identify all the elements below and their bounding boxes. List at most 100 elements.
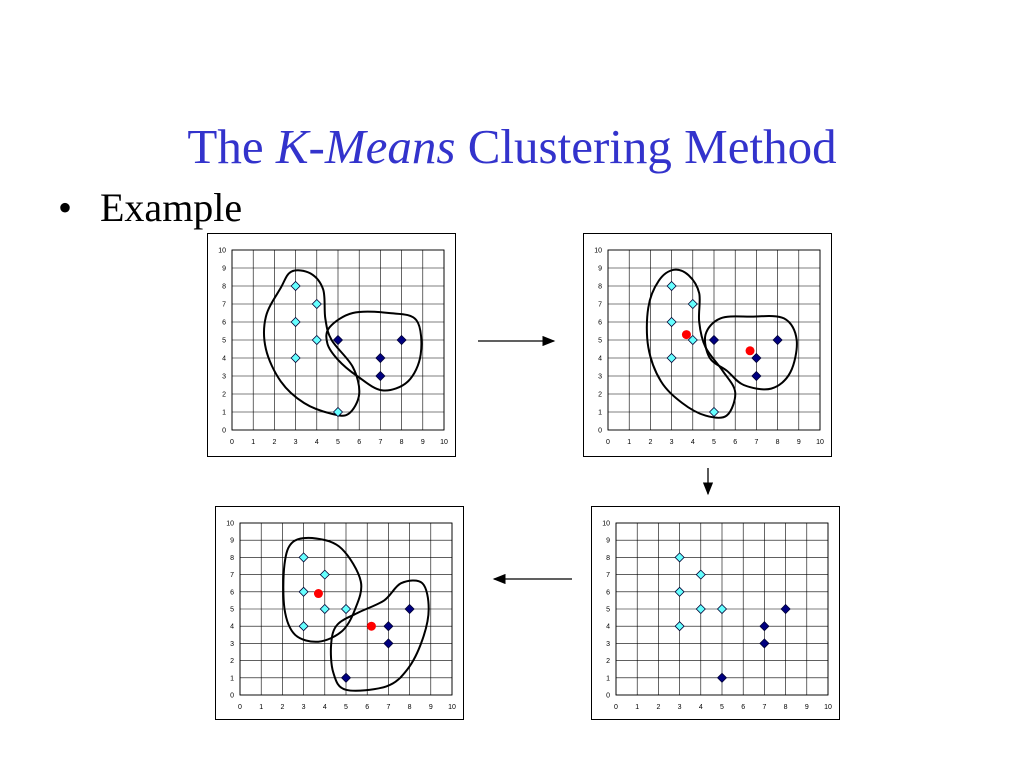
x-tick-label: 2: [272, 439, 276, 446]
x-tick-label: 0: [614, 704, 618, 711]
data-point-dark: [716, 672, 728, 683]
data-point-light: [311, 334, 322, 346]
y-tick-label: 1: [606, 675, 610, 682]
data-point-light: [311, 298, 322, 310]
slide-title: The K-Means Clustering Method: [0, 112, 1024, 182]
title-italic: K-Means: [275, 119, 456, 174]
y-tick-label: 10: [594, 248, 602, 255]
x-tick-label: 10: [440, 439, 448, 446]
data-point-light: [666, 352, 677, 364]
data-point-light: [319, 569, 330, 580]
data-point-dark: [780, 603, 791, 615]
data-point-light: [298, 586, 309, 597]
x-tick-label: 4: [323, 704, 327, 711]
x-tick-label: 8: [408, 704, 412, 711]
y-tick-label: 3: [598, 374, 602, 381]
data-point-dark: [340, 672, 352, 683]
x-tick-label: 5: [336, 439, 340, 446]
x-tick-label: 8: [784, 704, 788, 711]
x-tick-label: 7: [754, 439, 758, 446]
data-point-dark: [751, 352, 762, 364]
x-tick-label: 9: [429, 704, 433, 711]
x-tick-label: 8: [776, 439, 780, 446]
x-tick-label: 2: [280, 704, 284, 711]
y-tick-label: 0: [222, 428, 226, 435]
title-prefix: The: [187, 119, 276, 174]
x-tick-label: 6: [741, 704, 745, 711]
y-tick-label: 4: [222, 356, 226, 363]
data-point-dark: [759, 621, 770, 632]
data-point-dark: [772, 334, 783, 346]
x-tick-label: 3: [294, 439, 298, 446]
y-tick-label: 7: [222, 302, 226, 309]
y-tick-label: 3: [230, 641, 234, 648]
y-tick-label: 4: [230, 624, 234, 631]
data-point-dark: [332, 334, 344, 346]
data-point-light: [298, 621, 309, 632]
x-tick-label: 1: [627, 439, 631, 446]
plot-frame: [231, 249, 445, 431]
data-point-light: [674, 586, 685, 597]
data-point-light: [319, 603, 330, 615]
cluster-boundary: [645, 268, 737, 419]
x-tick-label: 7: [378, 439, 382, 446]
x-tick-label: 5: [344, 704, 348, 711]
y-tick-label: 2: [230, 658, 234, 665]
data-point-dark: [375, 370, 386, 382]
data-point-light: [708, 406, 720, 418]
y-tick-label: 10: [602, 521, 610, 528]
y-tick-label: 1: [598, 410, 602, 417]
x-tick-label: 2: [656, 704, 660, 711]
data-point-dark: [375, 352, 386, 364]
x-tick-label: 4: [315, 439, 319, 446]
y-tick-label: 9: [598, 266, 602, 273]
centroid-point: [681, 330, 691, 340]
y-tick-label: 0: [606, 693, 610, 700]
data-point-light: [290, 352, 301, 364]
centroid-point: [313, 589, 323, 599]
x-tick-label: 3: [678, 704, 682, 711]
x-tick-label: 3: [302, 704, 306, 711]
plot-frame: [615, 522, 829, 696]
plot-frame: [239, 522, 453, 696]
centroid-point: [366, 621, 376, 631]
cluster-boundary: [329, 579, 430, 692]
x-tick-label: 3: [670, 439, 674, 446]
data-point-light: [332, 406, 344, 418]
bullet-text: Example: [100, 185, 243, 230]
data-point-light: [290, 316, 301, 328]
plot-frame: [607, 249, 821, 431]
y-tick-label: 7: [598, 302, 602, 309]
y-tick-label: 2: [222, 392, 226, 399]
y-tick-label: 4: [606, 624, 610, 631]
y-tick-label: 3: [222, 374, 226, 381]
x-tick-label: 6: [733, 439, 737, 446]
data-point-light: [695, 603, 706, 615]
x-tick-label: 10: [816, 439, 824, 446]
y-tick-label: 8: [598, 284, 602, 291]
centroid-point: [745, 346, 755, 356]
x-tick-label: 6: [365, 704, 369, 711]
cluster-boundary: [703, 315, 798, 391]
x-tick-label: 5: [720, 704, 724, 711]
x-tick-label: 1: [251, 439, 255, 446]
data-point-dark: [383, 621, 394, 632]
data-point-dark: [383, 638, 394, 649]
bullet-dot: •: [58, 185, 73, 230]
data-point-light: [290, 280, 301, 292]
data-point-light: [674, 552, 685, 563]
y-tick-label: 6: [598, 320, 602, 327]
y-tick-label: 5: [222, 338, 226, 345]
data-point-light: [298, 552, 309, 563]
y-tick-label: 10: [218, 248, 226, 255]
y-tick-label: 6: [606, 589, 610, 596]
y-tick-label: 10: [226, 521, 234, 528]
data-point-dark: [396, 334, 407, 346]
x-tick-label: 0: [606, 439, 610, 446]
